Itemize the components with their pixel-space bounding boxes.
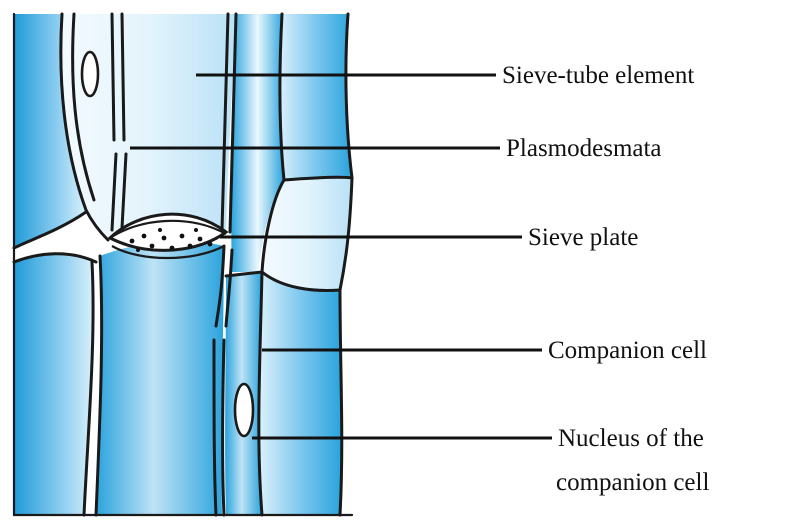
label-nucleus-line1: Nucleus of the <box>558 425 704 452</box>
label-nucleus-line2: companion cell <box>556 469 709 496</box>
upper-sieve-tube-cell <box>61 14 236 238</box>
labels: Sieve-tube element Plasmodesmata Sieve p… <box>502 62 709 496</box>
label-plasmodesmata: Plasmodesmata <box>506 135 662 162</box>
label-sieve-plate: Sieve plate <box>528 224 638 251</box>
right-lower-cell <box>260 272 342 515</box>
label-sieve-tube-element: Sieve-tube element <box>502 62 694 89</box>
sieve-tube-nucleus <box>82 52 98 96</box>
label-companion-cell: Companion cell <box>548 337 707 364</box>
left-lower-cell <box>14 254 93 515</box>
lower-sieve-tube-cell <box>96 241 224 515</box>
cell-fills <box>14 14 352 515</box>
companion-cell-nucleus <box>235 384 253 436</box>
right-upper-cell <box>280 14 352 180</box>
